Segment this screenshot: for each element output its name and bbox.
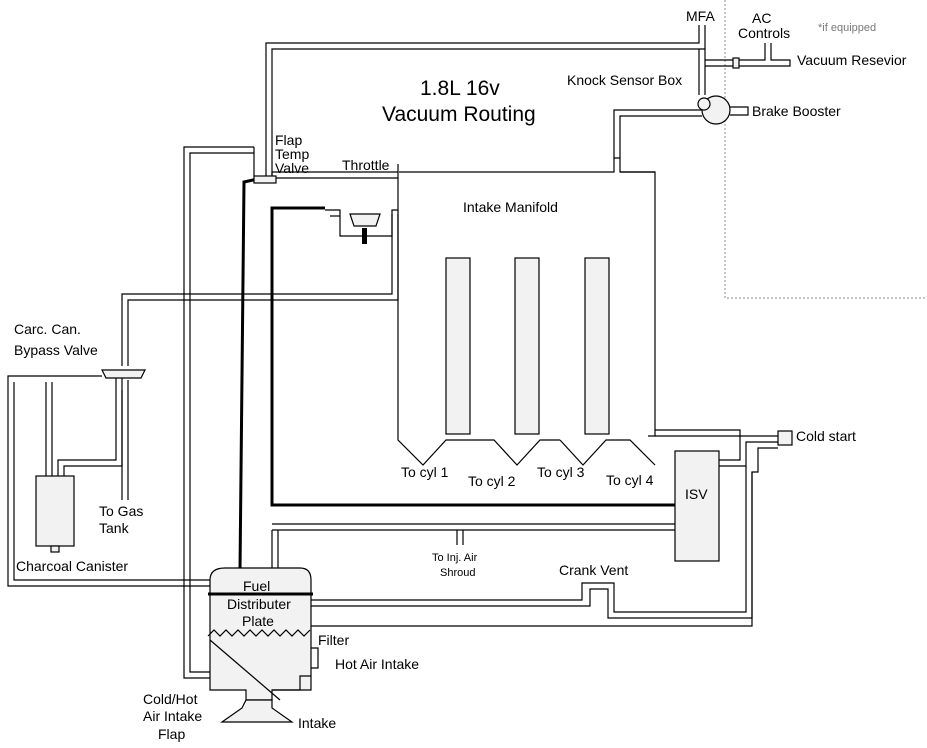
inj-air-label: To Inj. Air (432, 552, 478, 564)
bypass-valve-label: Carc. Can. (14, 321, 81, 337)
intake-horn (220, 699, 294, 723)
brake-booster-junction (613, 95, 749, 158)
brake-booster-label: Brake Booster (752, 103, 841, 119)
bypass-valve-label-2: Bypass Valve (14, 342, 98, 358)
cold-hot-flap-label-2: Air Intake (143, 708, 202, 724)
intake-label: Intake (298, 715, 336, 731)
flap-temp-valve-label-3: Valve (275, 160, 309, 176)
charcoal-canister-label: Charcoal Canister (16, 558, 128, 574)
inj-air-label-2: Shroud (440, 567, 475, 579)
intake-manifold-label: Intake Manifold (463, 199, 558, 215)
flap-temp-valve-label-2: Temp (275, 146, 309, 162)
cold-start-valve (777, 430, 793, 446)
mfa-label: MFA (686, 8, 715, 24)
vacuum-reservoir-label: Vacuum Resevior (797, 52, 907, 68)
ac-controls-label: AC (752, 10, 771, 26)
to-cyl-1-label: To cyl 1 (401, 464, 449, 480)
flap-temp-valve-label: Flap (275, 132, 302, 148)
runner-2 (514, 257, 540, 435)
cold-hot-flap-label-3: Flap (158, 726, 185, 742)
flap-temp-valve (253, 175, 277, 184)
to-gas-tank-label-2: Tank (99, 520, 130, 536)
to-cyl-4-label: To cyl 4 (606, 472, 654, 488)
fuel-distributor-label-3: Plate (242, 613, 274, 629)
crank-vent-label: Crank Vent (559, 562, 628, 578)
cold-start-label: Cold start (796, 428, 856, 444)
top-vacuum-line (265, 25, 791, 178)
knock-sensor-label: Knock Sensor Box (567, 72, 682, 88)
isv-label: ISV (685, 486, 708, 502)
flap-actuator-line (183, 146, 255, 679)
title-line2: Vacuum Routing (382, 103, 536, 126)
if-equipped-note: *if equipped (818, 22, 876, 34)
to-cyl-3-label: To cyl 3 (537, 464, 585, 480)
purge-line (121, 214, 399, 366)
bypass-valve (101, 369, 146, 379)
isv (674, 450, 720, 562)
to-cyl-2-label: To cyl 2 (468, 473, 516, 489)
to-gas-tank-label: To Gas (99, 503, 143, 519)
runner-3 (584, 257, 610, 435)
hot-air-intake-label: Hot Air Intake (335, 656, 419, 672)
fuel-distributor-label-2: Distributer (227, 596, 291, 612)
fuel-distributor-plate (207, 567, 319, 701)
optional-equipment-boundary (724, 0, 927, 299)
canister-lines (7, 375, 210, 587)
cold-hot-flap-label: Cold/Hot (143, 691, 198, 707)
throttle-label: Throttle (342, 157, 390, 173)
runner-1 (445, 257, 471, 435)
title-line1: 1.8L 16v (420, 77, 500, 100)
charcoal-canister (35, 475, 75, 547)
throttle-body (325, 209, 398, 244)
filter-label: Filter (318, 632, 349, 648)
fuel-distributor-label: Fuel (243, 578, 270, 594)
ac-controls-label-2: Controls (738, 25, 790, 41)
